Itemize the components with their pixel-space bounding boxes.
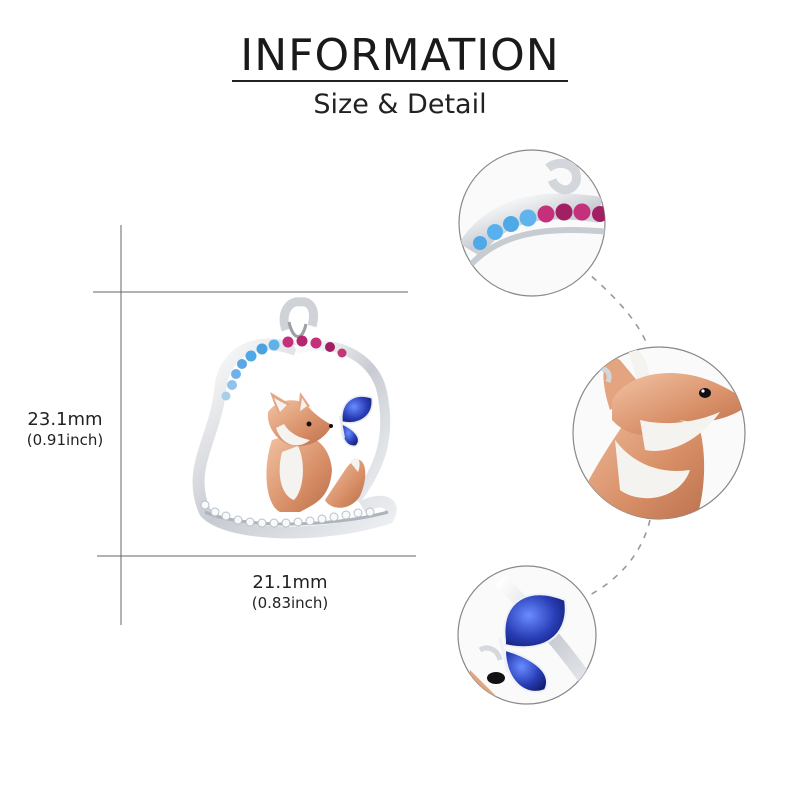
height-dimension-lines	[93, 225, 416, 625]
detail-butterfly-circle	[457, 565, 597, 705]
height-mm-label: 23.1mm	[27, 409, 103, 430]
clear-stones	[200, 500, 375, 528]
page-subtitle: Size & Detail	[313, 89, 487, 120]
title-underline	[232, 80, 568, 82]
pendant-image	[192, 297, 397, 539]
detail-stones-circle	[458, 149, 606, 297]
detail-fox-circle	[572, 346, 746, 520]
page-title: INFORMATION	[240, 30, 560, 81]
height-inch-label: (0.91inch)	[26, 431, 104, 449]
pink-stones	[282, 335, 347, 358]
width-inch-label: (0.83inch)	[251, 594, 329, 612]
detail-connectors	[579, 267, 651, 601]
butterfly	[339, 395, 373, 447]
blue-stones	[221, 339, 280, 401]
width-mm-label: 21.1mm	[252, 572, 328, 593]
